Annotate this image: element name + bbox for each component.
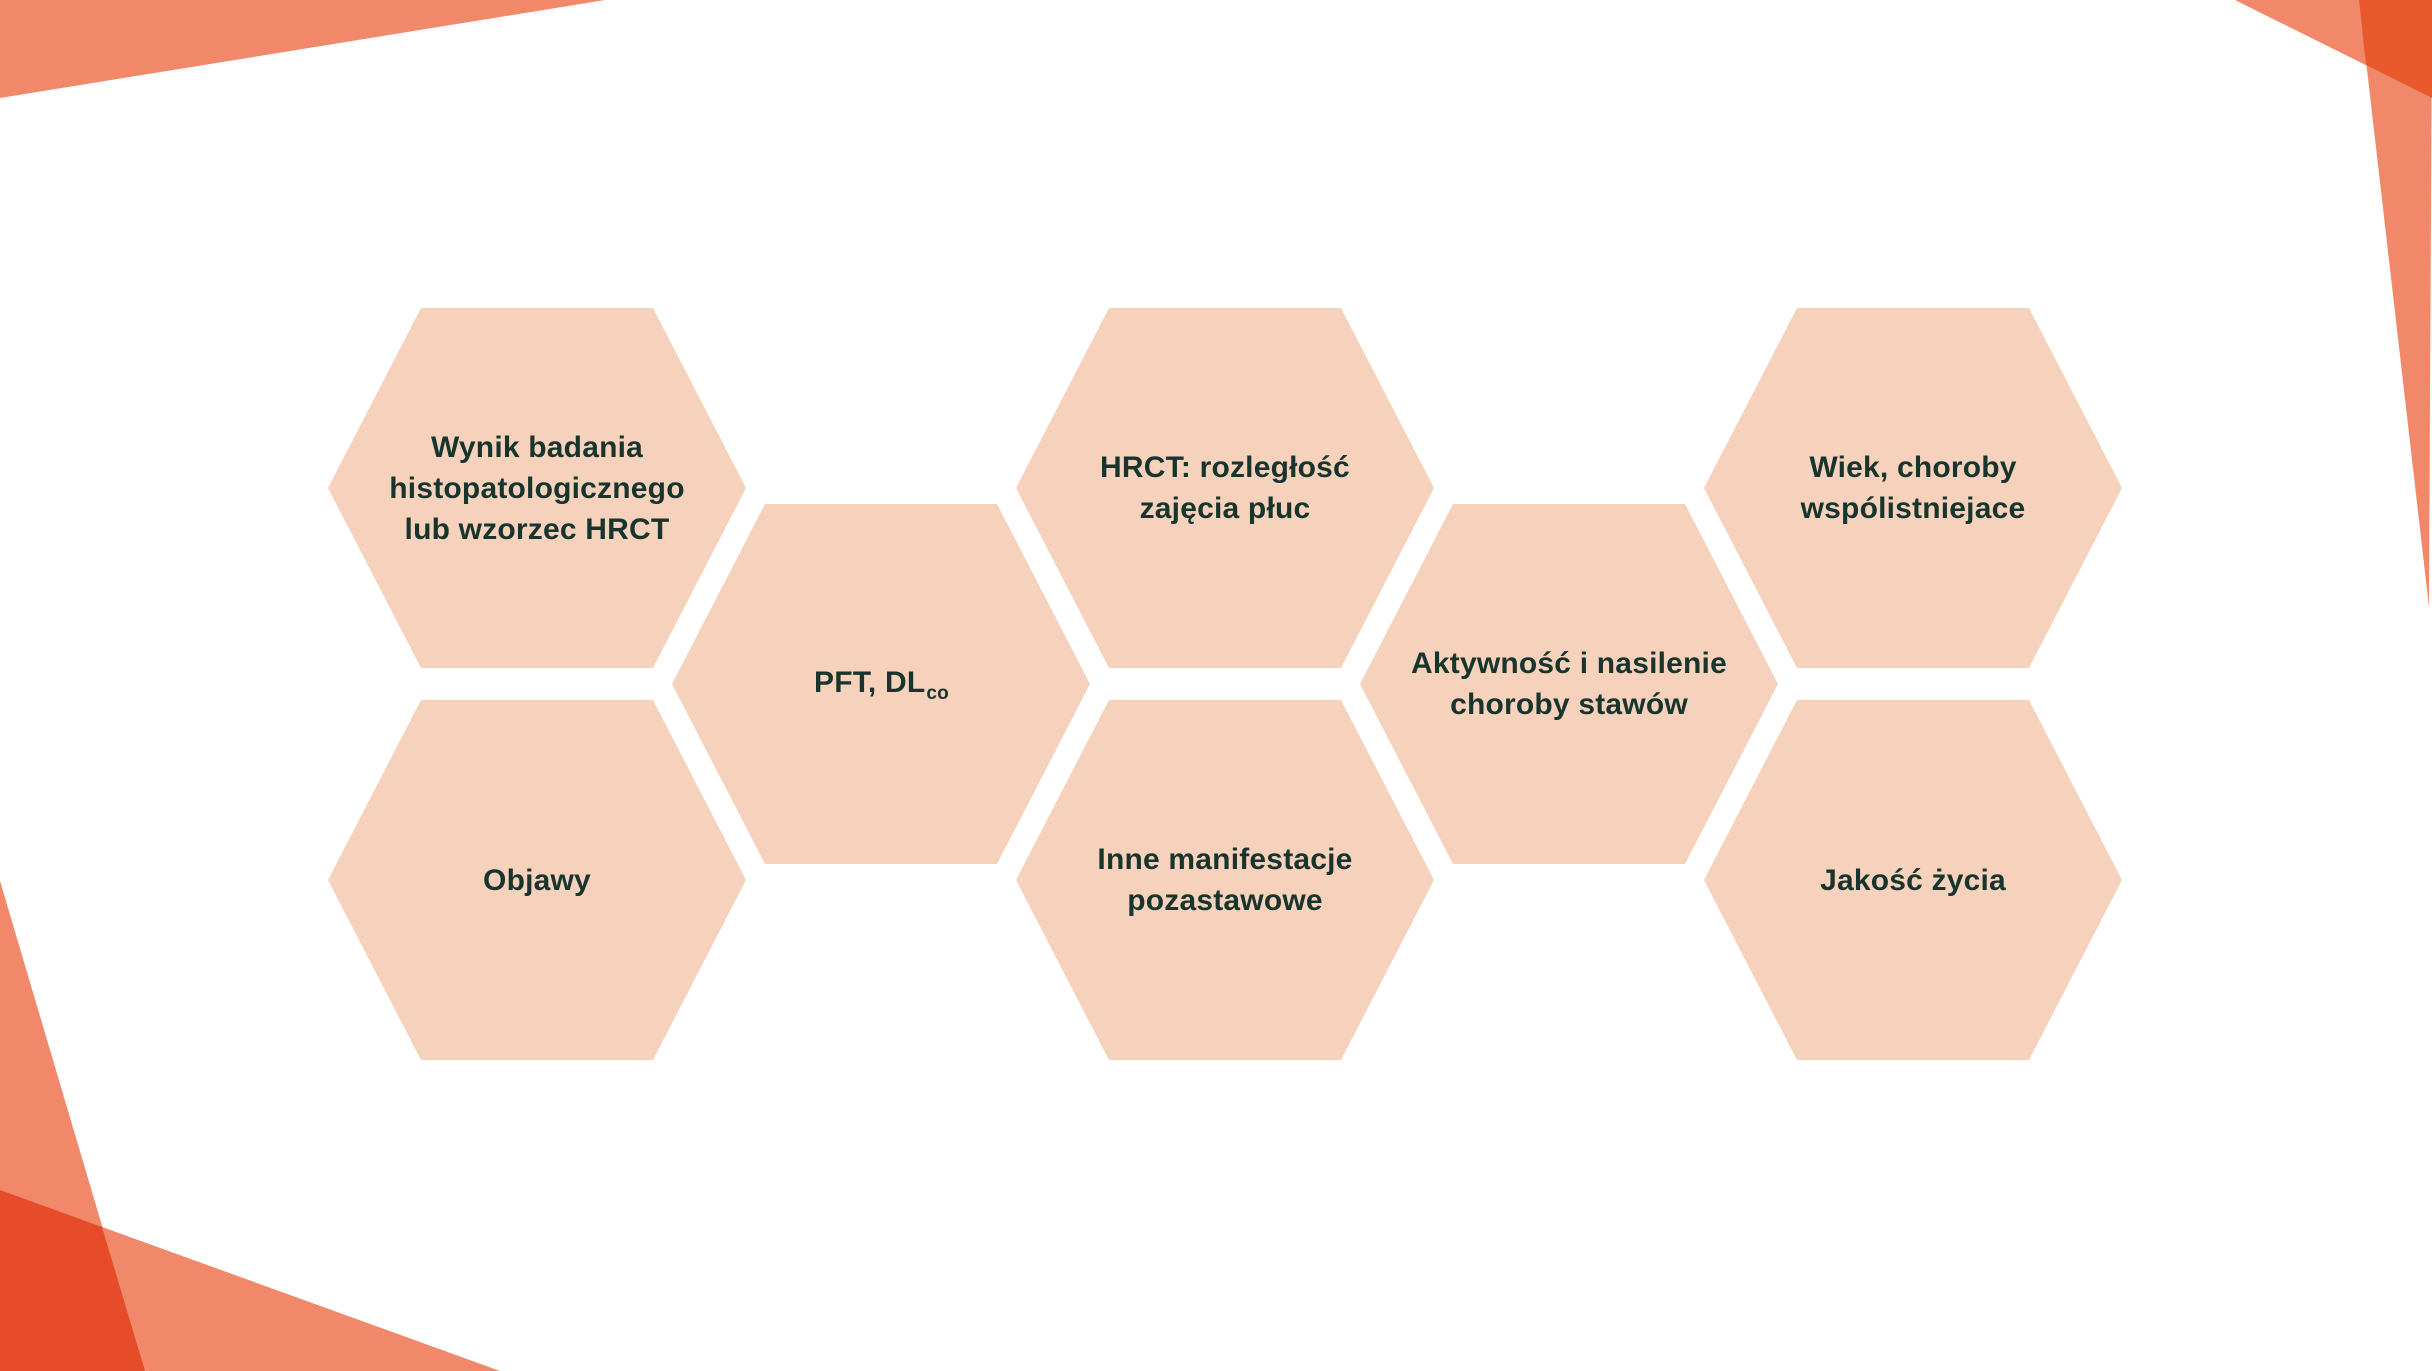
hexagon-label-aktywnosc-stawow: Aktywność i nasilenie choroby stawów: [1411, 647, 1727, 721]
hexagon-label-pft-dlco: PFT, DLco: [774, 662, 988, 707]
hexagon-aktywnosc-stawow: Aktywność i nasilenie choroby stawów: [1360, 504, 1778, 864]
decoration-top-right-overlap: [2359, 0, 2432, 98]
hexagon-label-inne-manifestacje: Inne manifestacje pozastawowe: [1097, 843, 1353, 917]
decoration-right-sliver: [2359, 0, 2432, 607]
decoration-bottom-left-overlap: [0, 1190, 145, 1371]
pft-dlco-main-text: PFT, DL: [814, 665, 926, 699]
hexagon-wiek-choroby: Wiek, choroby wspólistniejace: [1704, 308, 2122, 668]
hexagon-objawy: Objawy: [328, 700, 746, 1060]
hexagon-hrct-rozleglosc: HRCT: rozległość zajęcia płuc: [1016, 308, 1434, 668]
hexagon-jakosc-zycia: Jakość życia: [1704, 700, 2122, 1060]
decoration-top-left-wedge: [0, 0, 605, 98]
hexagon-pft-dlco: PFT, DLco: [672, 504, 1090, 864]
hexagon-inne-manifestacje: Inne manifestacje pozastawowe: [1016, 700, 1434, 1060]
hexagon-label-wynik-badania: Wynik badania histopatologicznego lub wz…: [389, 430, 685, 546]
hexagon-label-wiek-choroby: Wiek, choroby wspólistniejace: [1800, 451, 2026, 525]
hexagon-label-jakosc-zycia: Jakość życia: [1820, 863, 2006, 897]
hexagon-label-objawy: Objawy: [483, 863, 591, 897]
hexagon-label-hrct-rozleglosc: HRCT: rozległość zajęcia płuc: [1100, 451, 1350, 525]
hexagon-wynik-badania: Wynik badania histopatologicznego lub wz…: [328, 308, 746, 668]
pft-dlco-subscript: co: [926, 682, 949, 704]
